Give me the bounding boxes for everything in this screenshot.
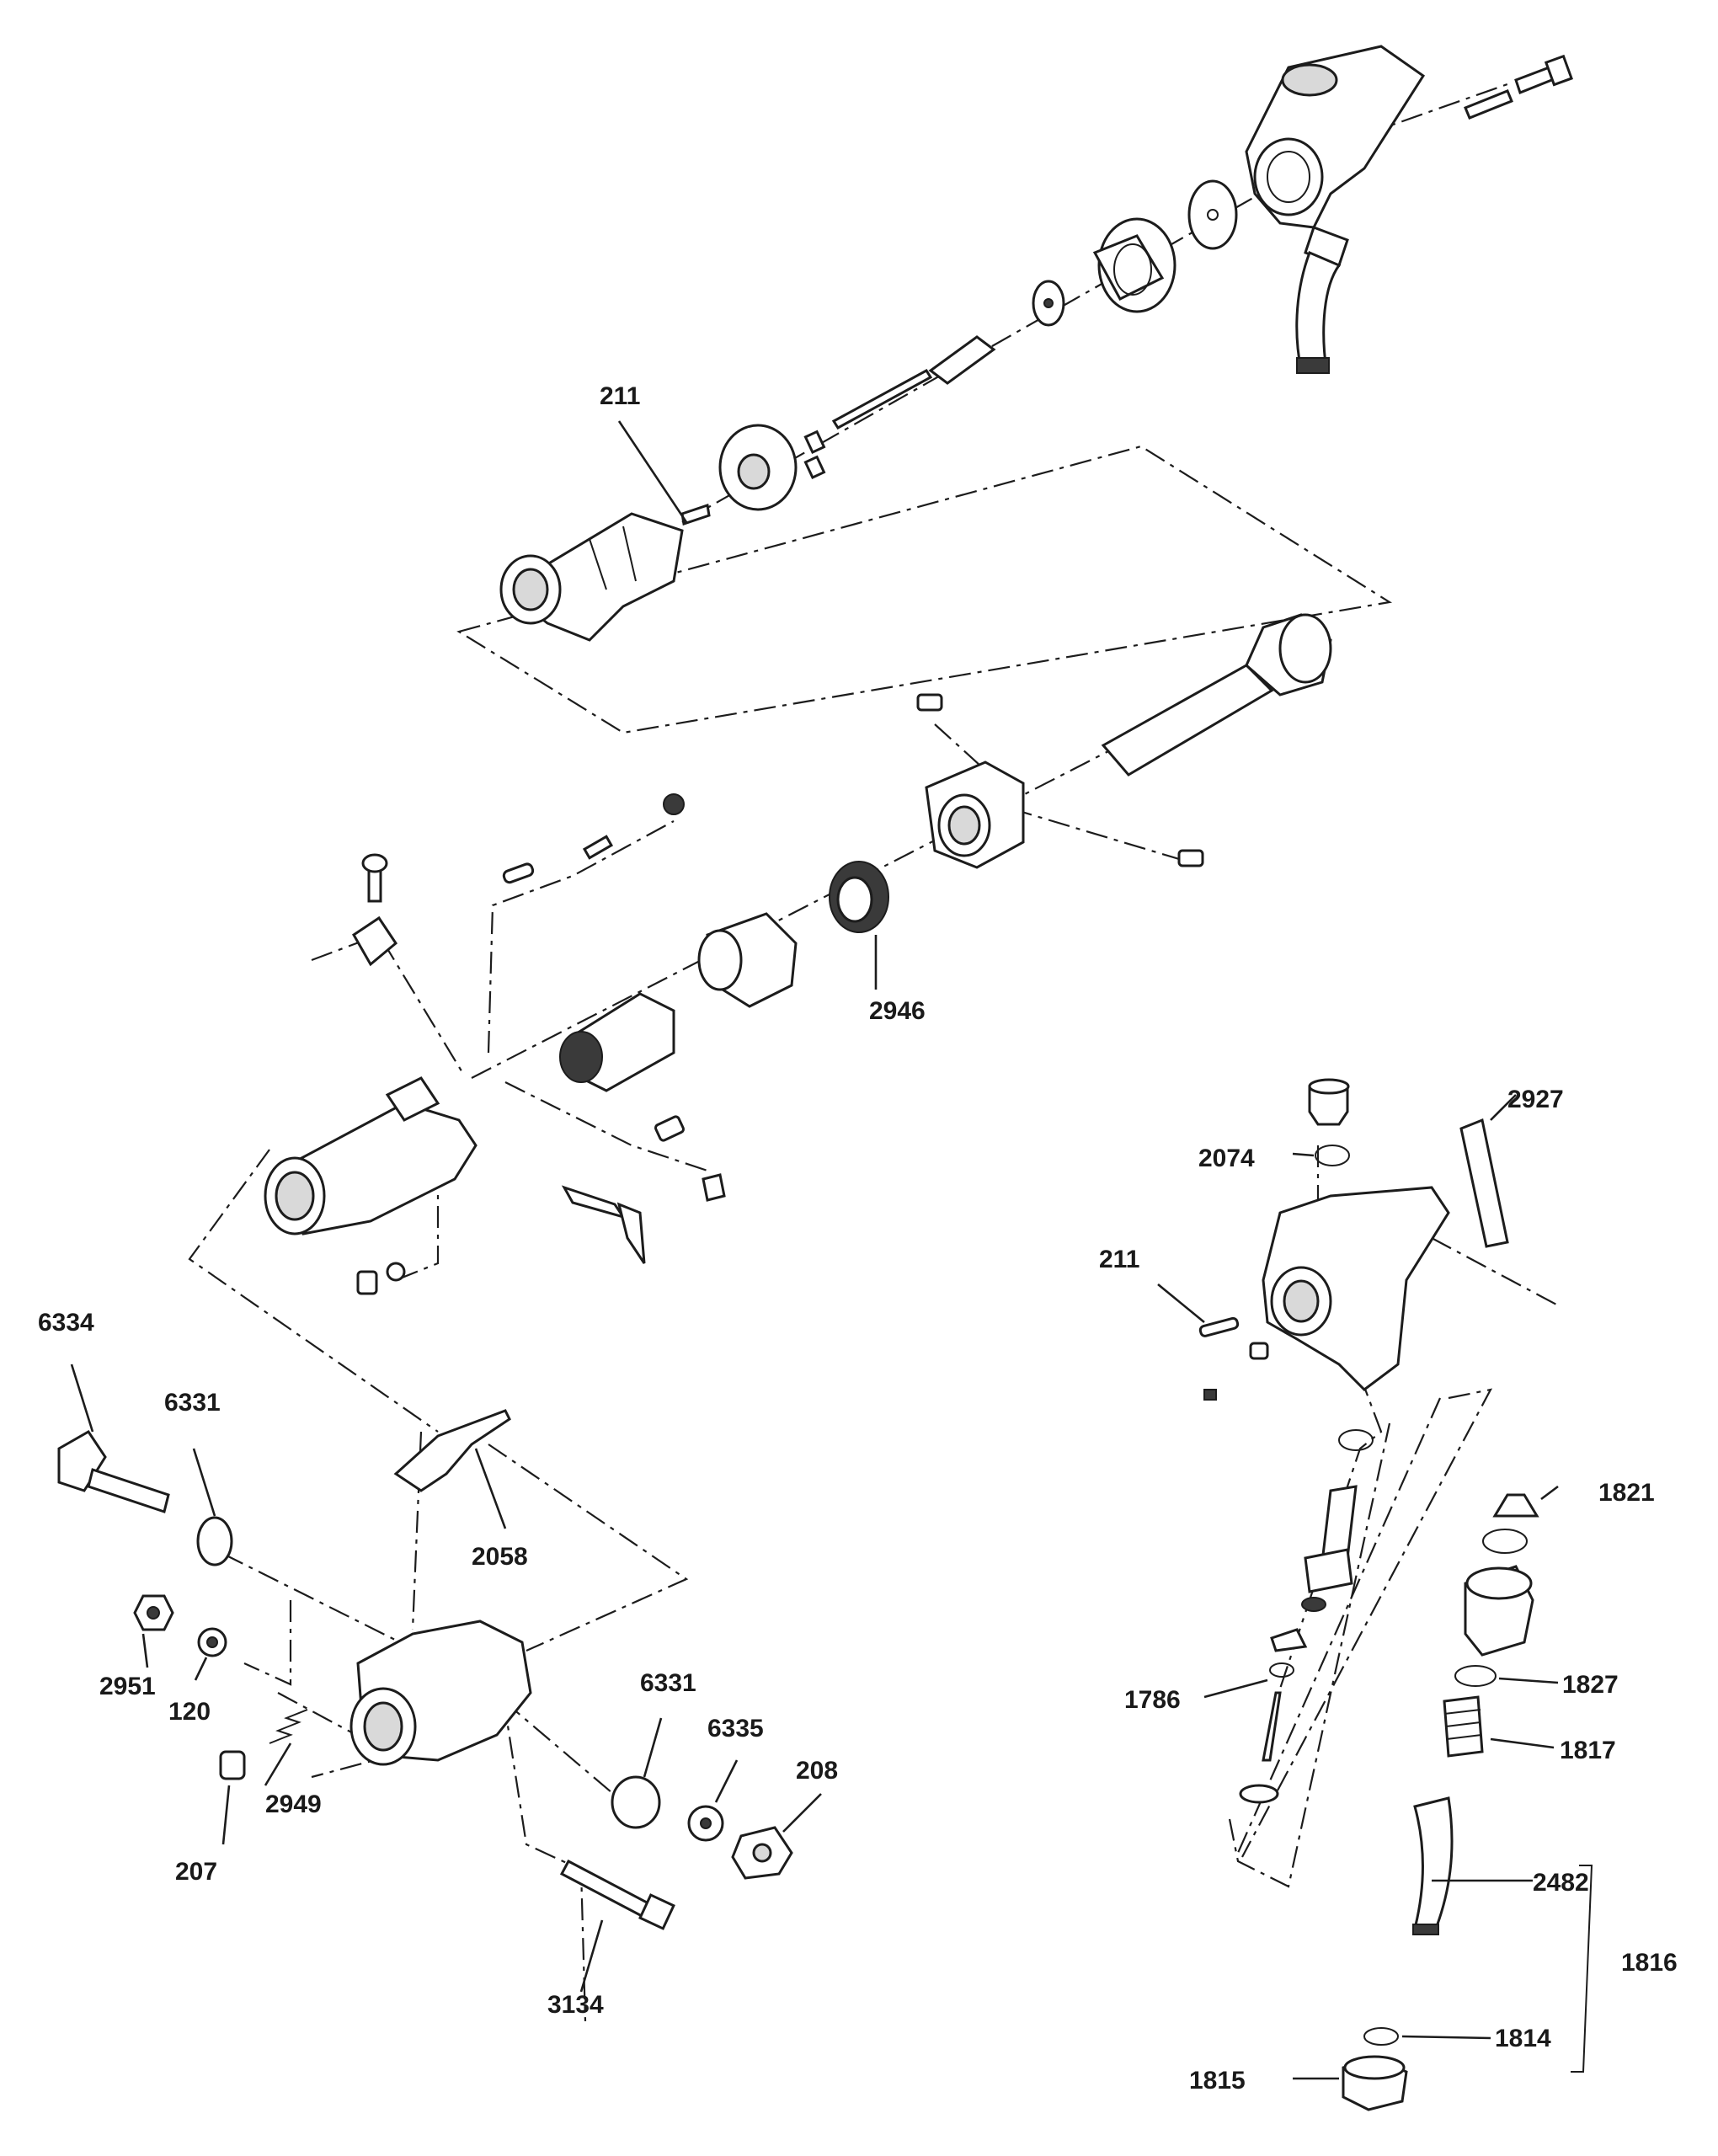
label-6331-right: 6331 [640, 1669, 696, 1697]
part-208-nut [731, 1826, 793, 1880]
top-poppet [718, 424, 826, 511]
label-211-right: 211 [1099, 1246, 1139, 1273]
part-6331-bushing-right [611, 1775, 661, 1829]
part-1821-cone [1492, 1493, 1539, 1518]
main-body [264, 1076, 478, 1235]
right-handle-body [1262, 1186, 1450, 1391]
label-1786: 1786 [1124, 1686, 1181, 1714]
right-oring-upper [1482, 1529, 1528, 1554]
spout-flange [925, 760, 1025, 869]
top-gasket [1187, 179, 1238, 250]
part-207-cap [219, 1750, 246, 1780]
part-2074-oring [1315, 1145, 1350, 1166]
part-1815-fitting [1342, 2055, 1408, 2111]
part-3134-bolt [559, 1859, 675, 1930]
right-stem [1239, 1429, 1374, 1804]
leader-lines [70, 420, 1593, 2080]
part-1827-ring [1454, 1665, 1497, 1687]
part-2482-hose [1412, 1796, 1454, 1935]
part-1817-spring [1443, 1695, 1484, 1758]
top-pin-assembly [831, 335, 996, 430]
label-2482: 2482 [1533, 1869, 1589, 1897]
label-1817: 1817 [1560, 1737, 1616, 1764]
part-6334-bolt [57, 1430, 170, 1513]
label-2927: 2927 [1507, 1086, 1564, 1113]
label-207: 207 [175, 1858, 217, 1886]
label-6334: 6334 [38, 1309, 94, 1337]
part-2058-lever [393, 1409, 511, 1492]
top-valve-body [1092, 217, 1176, 313]
middle-small-parts [356, 1115, 726, 1295]
label-1816: 1816 [1621, 1949, 1678, 1977]
lower-valve-body [349, 1620, 532, 1766]
part-211-right-pin [1198, 1316, 1269, 1401]
part-labels: 211 2946 2927 2074 211 6334 6331 1821 20… [38, 382, 1678, 2095]
label-2074: 2074 [1198, 1145, 1255, 1172]
label-2946: 2946 [869, 997, 926, 1025]
latch-clip [352, 853, 397, 967]
part-2951-nut [133, 1594, 174, 1631]
top-nozzle-handle [1245, 45, 1426, 374]
label-2951: 2951 [99, 1673, 156, 1700]
part-1814-oring [1363, 2027, 1399, 2046]
right-cap [1308, 1078, 1350, 1126]
label-208: 208 [796, 1757, 838, 1785]
label-1827: 1827 [1562, 1671, 1619, 1699]
part-120-washer [197, 1627, 227, 1657]
part-2949-spring [269, 1709, 308, 1744]
top-washer [1032, 280, 1065, 327]
gear-ring [829, 861, 889, 933]
spout-tube [1101, 613, 1332, 776]
label-2949: 2949 [265, 1790, 322, 1818]
label-120: 120 [168, 1698, 211, 1726]
part-6331-bushing-left [196, 1516, 233, 1566]
part-2927-clip [1459, 1118, 1509, 1248]
sleeve [697, 912, 798, 1008]
top-screw [1464, 54, 1573, 120]
spout-screws [916, 693, 1204, 867]
label-211-top: 211 [600, 382, 640, 410]
part-6335-washer [687, 1805, 724, 1842]
label-1815: 1815 [1189, 2067, 1246, 2095]
label-3134: 3134 [547, 1991, 604, 2019]
label-1814: 1814 [1495, 2025, 1551, 2052]
middle-top-screw [502, 793, 685, 884]
label-6331-left: 6331 [164, 1389, 221, 1417]
label-6335: 6335 [707, 1715, 764, 1742]
label-2058: 2058 [472, 1543, 528, 1571]
top-housing [499, 504, 711, 642]
cylinder-insert [559, 992, 675, 1092]
label-1821: 1821 [1598, 1479, 1655, 1507]
right-nut-fitting [1464, 1565, 1534, 1657]
